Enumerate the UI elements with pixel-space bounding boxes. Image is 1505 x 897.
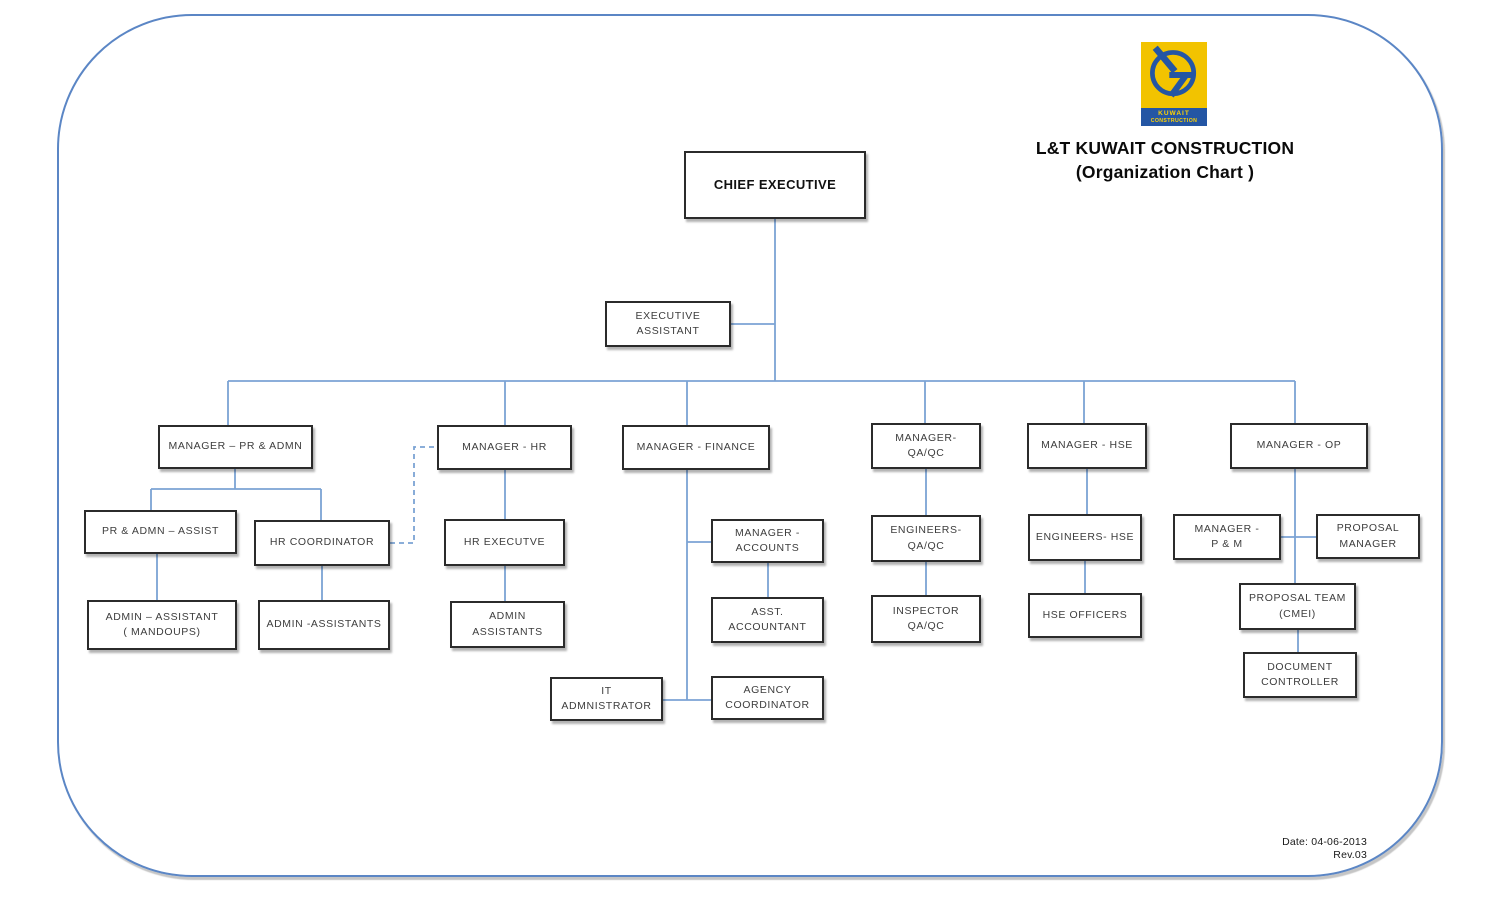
node-hr-executve: HR EXECUTVE bbox=[444, 519, 565, 566]
node-engineers-qaqc: ENGINEERS- QA/QC bbox=[871, 515, 981, 562]
chart-title-line2: (Organization Chart ) bbox=[1075, 162, 1255, 182]
node-manager-pr-admn: MANAGER – PR & ADMN bbox=[158, 425, 313, 469]
node-admin-assistants-hr: ADMIN ASSISTANTS bbox=[450, 601, 565, 648]
node-inspector-qaqc: INSPECTOR QA/QC bbox=[871, 595, 981, 643]
node-admin-assistants: ADMIN -ASSISTANTS bbox=[258, 600, 390, 650]
chart-title-line1: L&T KUWAIT CONSTRUCTION bbox=[1035, 138, 1295, 158]
node-manager-hse: MANAGER - HSE bbox=[1027, 423, 1147, 469]
footer-date: Date: 04-06-2013 bbox=[1282, 836, 1367, 848]
node-manager-op: MANAGER - OP bbox=[1230, 423, 1368, 469]
node-it-admnistrator: IT ADMNISTRATOR bbox=[550, 677, 663, 721]
node-hr-coordinator: HR COORDINATOR bbox=[254, 520, 390, 566]
node-chief-executive: CHIEF EXECUTIVE bbox=[684, 151, 866, 219]
footer-info: Date: 04-06-2013 Rev.03 bbox=[1140, 836, 1367, 861]
node-pr-admn-assist: PR & ADMN – ASSIST bbox=[84, 510, 237, 554]
node-manager-qaqc: MANAGER- QA/QC bbox=[871, 423, 981, 469]
lt-emblem-icon bbox=[1141, 42, 1207, 108]
chart-title: L&T KUWAIT CONSTRUCTION (Organization Ch… bbox=[1035, 136, 1295, 184]
node-engineers-hse: ENGINEERS- HSE bbox=[1028, 514, 1142, 561]
node-agency-coordinator: AGENCY COORDINATOR bbox=[711, 676, 824, 720]
node-executive-assistant: EXECUTIVE ASSISTANT bbox=[605, 301, 731, 347]
logo-band-text-1: KUWAIT bbox=[1158, 109, 1190, 117]
logo-band-text-2: CONSTRUCTION bbox=[1150, 117, 1198, 124]
node-asst-accountant: ASST. ACCOUNTANT bbox=[711, 597, 824, 643]
node-admin-assistant-mandoups: ADMIN – ASSISTANT ( MANDOUPS) bbox=[87, 600, 237, 650]
node-proposal-team: PROPOSAL TEAM (CMEI) bbox=[1239, 583, 1356, 630]
logo-band: KUWAIT CONSTRUCTION bbox=[1141, 108, 1207, 126]
node-proposal-manager: PROPOSAL MANAGER bbox=[1316, 514, 1420, 559]
node-manager-finance: MANAGER - FINANCE bbox=[622, 425, 770, 470]
node-manager-hr: MANAGER - HR bbox=[437, 425, 572, 470]
node-manager-accounts: MANAGER - ACCOUNTS bbox=[711, 519, 824, 563]
node-manager-pm: MANAGER - P & M bbox=[1173, 514, 1281, 560]
node-document-controller: DOCUMENT CONTROLLER bbox=[1243, 652, 1357, 698]
page-frame bbox=[57, 14, 1443, 877]
node-hse-officers: HSE OFFICERS bbox=[1028, 593, 1142, 638]
footer-rev: Rev.03 bbox=[1333, 848, 1367, 861]
company-logo: KUWAIT CONSTRUCTION bbox=[1141, 42, 1207, 126]
